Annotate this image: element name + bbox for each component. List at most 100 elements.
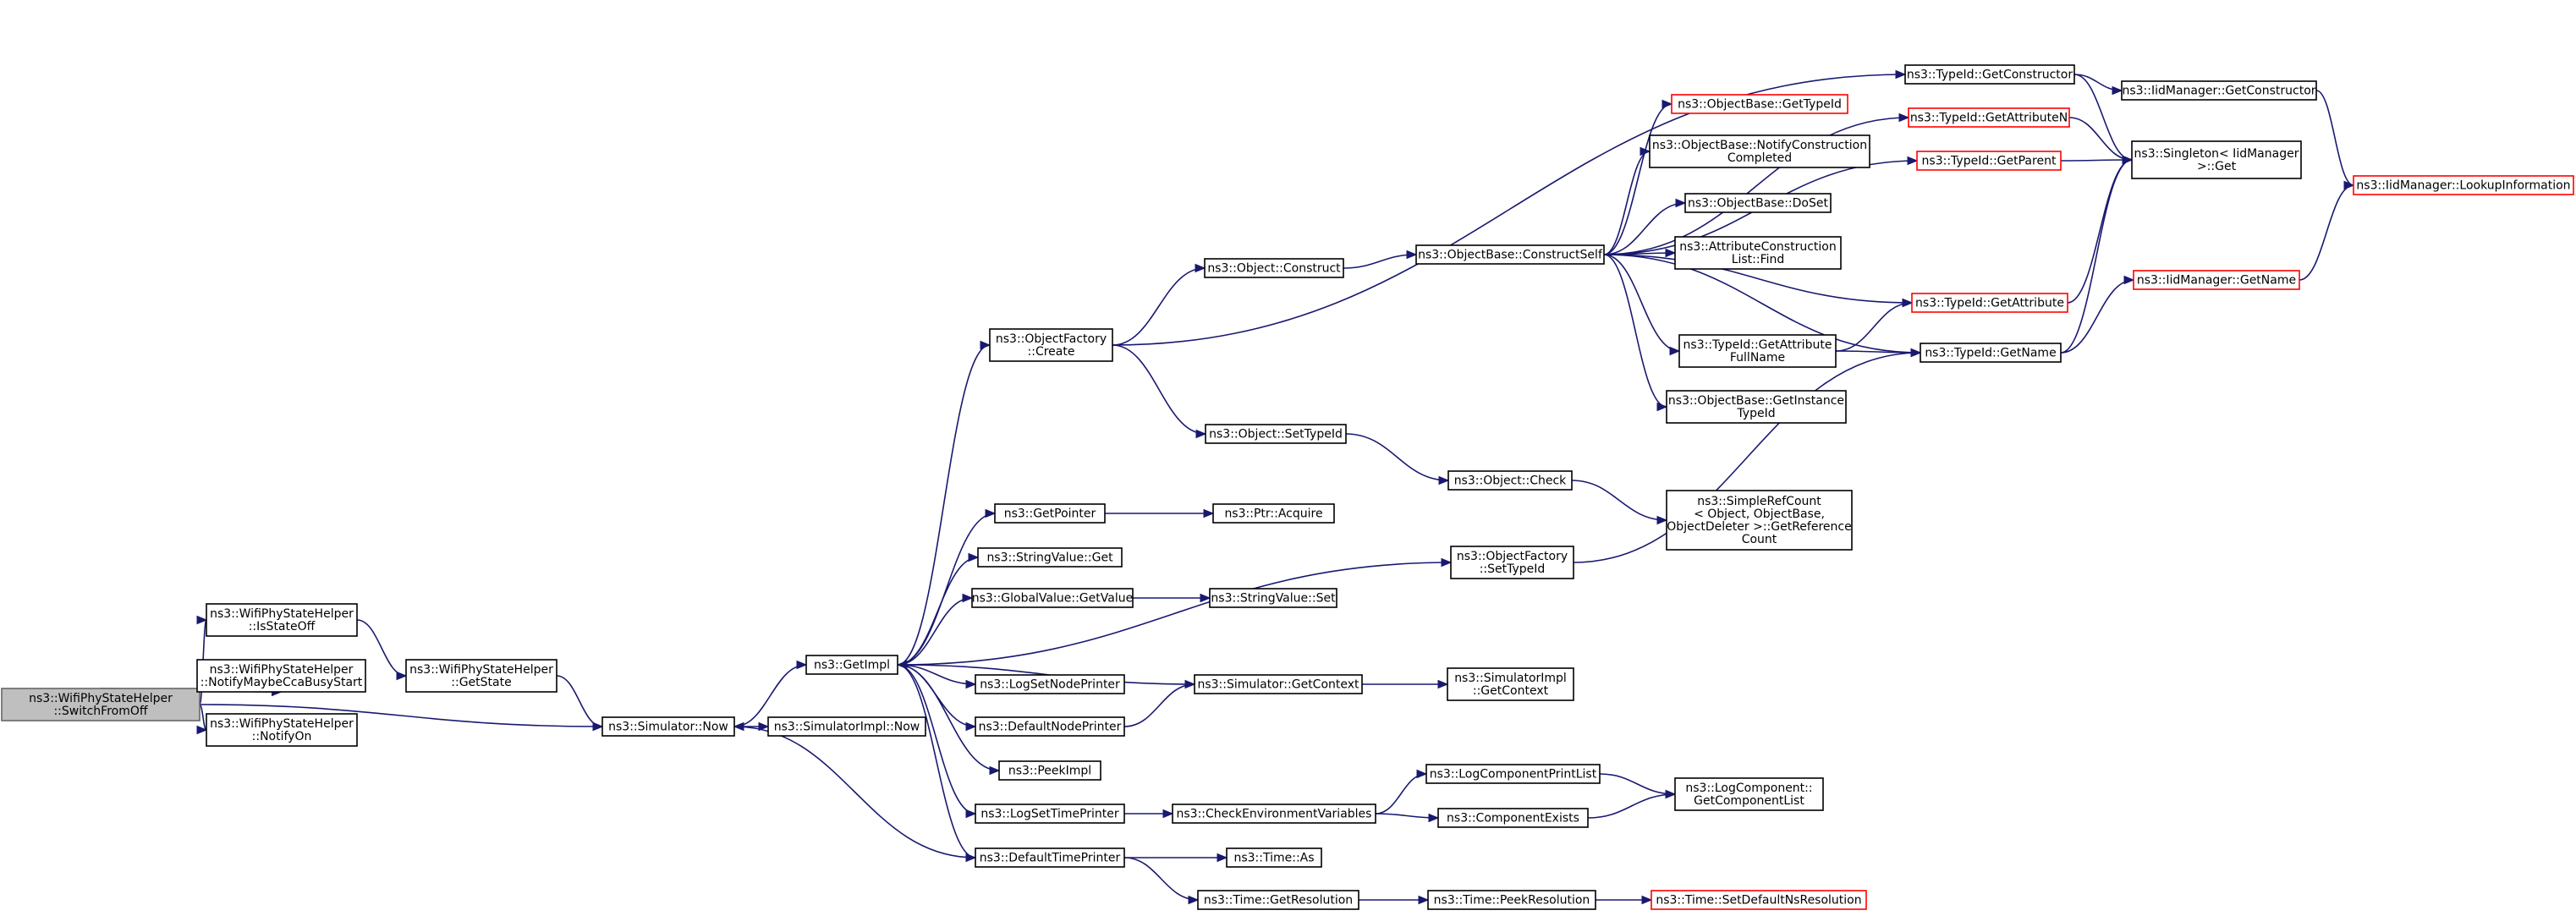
function-node[interactable]: ns3::ObjectBase::DoSet — [1684, 193, 1832, 213]
call-edge — [1603, 202, 1686, 255]
node-label: ns3::Simulator::Now — [608, 721, 728, 734]
node-box — [1437, 808, 1589, 828]
node-label: ns3::ObjectBase::GetInstance — [1668, 394, 1844, 408]
call-edge — [1375, 773, 1427, 815]
function-node[interactable]: ns3::LogComponentPrintList — [1425, 764, 1601, 784]
function-node[interactable]: ns3::Time::GetResolution — [1197, 890, 1359, 910]
function-node[interactable]: ns3::TypeId::GetAttribute — [1911, 293, 2068, 313]
function-node[interactable]: ns3::GetPointer — [994, 503, 1106, 524]
function-node[interactable]: ns3::Time::As — [1226, 847, 1322, 868]
function-node[interactable]: ns3::ObjectBase::GetTypeId — [1671, 94, 1848, 114]
function-node[interactable]: ns3::GetImpl — [805, 655, 898, 675]
node-label: ns3::Singleton< IidManager — [2134, 147, 2299, 161]
call-edge — [199, 704, 207, 731]
function-node[interactable]: ns3::Ptr::Acquire — [1212, 503, 1335, 524]
node-box — [2133, 270, 2300, 290]
edge-arrowhead — [1675, 198, 1687, 208]
node-box — [1911, 293, 2068, 313]
edge-arrowhead — [2122, 155, 2134, 165]
node-box — [1427, 890, 1596, 910]
call-edge — [1603, 103, 1672, 255]
function-node[interactable]: ns3::Singleton< IidManager >::Get — [2131, 140, 2302, 179]
node-label: ::SwitchFromOff — [53, 705, 147, 718]
function-node[interactable]: ns3::CheckEnvironmentVariables — [1172, 804, 1376, 824]
node-box — [994, 503, 1106, 524]
edge-arrowhead — [733, 721, 744, 732]
function-node[interactable]: ns3::Simulator::GetContext — [1194, 674, 1363, 694]
call-edge — [199, 704, 603, 727]
function-node[interactable]: ns3::SimpleRefCount< Object, ObjectBase,… — [1666, 490, 1853, 551]
node-label: ns3::LogComponent:: — [1685, 782, 1812, 795]
edge-arrowhead — [2123, 275, 2135, 285]
function-node[interactable]: ns3::TypeId::GetName — [1920, 343, 2062, 363]
call-edge — [1112, 267, 1206, 346]
function-node[interactable]: ns3::ObjectBase::NotifyConstructionCompl… — [1649, 134, 1870, 168]
node-label: ns3::TypeId::GetName — [1925, 347, 2056, 360]
function-node[interactable]: ns3::SimulatorImpl::Now — [767, 716, 926, 737]
edge-arrowhead — [1188, 895, 1200, 905]
function-node[interactable]: ns3::IidManager::GetName — [2133, 270, 2300, 290]
function-node[interactable]: ns3::StringValue::Set — [1209, 588, 1337, 608]
node-label: ns3::Object::Check — [1454, 474, 1567, 488]
function-node[interactable]: ns3::LogSetNodePrinter — [975, 674, 1125, 694]
function-node[interactable]: ns3::WifiPhyStateHelper::NotifyMaybeCcaB… — [196, 659, 366, 693]
node-label: ns3::DefaultTimePrinter — [980, 852, 1121, 865]
function-node[interactable]: ns3::TypeId::GetParent — [1916, 151, 2062, 171]
node-box — [998, 760, 1101, 781]
edge-arrowhead — [1217, 853, 1228, 863]
call-edge — [1123, 683, 1195, 727]
edge-arrowhead — [985, 508, 997, 518]
function-node[interactable]: ns3::ObjectBase::ConstructSelf — [1415, 244, 1605, 265]
node-label: ns3::WifiPhyStateHelper — [210, 663, 354, 677]
function-node[interactable]: ns3::DefaultNodePrinter — [975, 716, 1125, 737]
function-node[interactable]: ns3::Simulator::Now — [601, 716, 735, 737]
function-node[interactable]: ns3::Object::SetTypeId — [1205, 424, 1347, 444]
node-label: ns3::Time::SetDefaultNsResolution — [1656, 894, 1861, 908]
edge-arrowhead — [1416, 769, 1428, 779]
edge-arrowhead — [1162, 809, 1174, 819]
node-label: ns3::Ptr::Acquire — [1224, 507, 1322, 521]
function-node[interactable]: ns3::Time::PeekResolution — [1427, 890, 1596, 910]
node-label: ::SetTypeId — [1480, 562, 1546, 576]
node-label: ns3::DefaultNodePrinter — [979, 721, 1122, 734]
function-node[interactable]: ns3::DefaultTimePrinter — [975, 847, 1125, 868]
call-edge — [2067, 159, 2133, 304]
call-edge — [1573, 352, 1921, 563]
function-node[interactable]: ns3::SimulatorImpl::GetContext — [1447, 667, 1574, 701]
function-node[interactable]: ns3::ComponentExists — [1437, 808, 1589, 828]
function-node[interactable]: ns3::Time::SetDefaultNsResolution — [1651, 890, 1867, 910]
edge-arrowhead — [2112, 85, 2123, 96]
function-node[interactable]: ns3::Object::Construct — [1204, 258, 1344, 278]
function-node[interactable]: ns3::TypeId::GetAttributeN — [1908, 107, 2070, 128]
function-node[interactable]: ns3::StringValue::Get — [977, 547, 1123, 568]
function-node[interactable]: ns3::ObjectFactory::SetTypeId — [1450, 546, 1574, 579]
call-edge — [897, 664, 1000, 771]
node-label: ns3::WifiPhyStateHelper — [29, 692, 173, 705]
function-node[interactable]: ns3::WifiPhyStateHelper::NotifyOn — [206, 713, 358, 747]
node-label: ns3::AttributeConstruction — [1679, 240, 1836, 254]
function-node[interactable]: ns3::PeekImpl — [998, 760, 1101, 781]
function-node[interactable]: ns3::LogSetTimePrinter — [975, 804, 1125, 824]
node-label: ns3::TypeId::GetAttribute — [1915, 297, 2064, 310]
edge-arrowhead — [1437, 679, 1449, 689]
node-label: ns3::ObjectFactory — [1457, 550, 1568, 563]
function-node[interactable]: ns3::TypeId::GetConstructor — [1904, 64, 2075, 85]
function-node[interactable]: ns3::WifiPhyStateHelper::IsStateOff — [206, 603, 358, 637]
edge-arrowhead — [1195, 429, 1207, 439]
node-box — [1674, 777, 1824, 811]
function-node[interactable]: ns3::Object::Check — [1447, 470, 1573, 491]
function-node[interactable]: ns3::IidManager::LookupInformation — [2353, 175, 2574, 195]
function-node[interactable]: ns3::LogComponent::GetComponentList — [1674, 777, 1824, 811]
node-box — [971, 588, 1134, 608]
function-node[interactable]: ns3::ObjectFactory::Create — [989, 328, 1113, 362]
node-label: Completed — [1727, 151, 1792, 165]
edge-arrowhead — [1669, 346, 1681, 356]
node-label: ns3::TypeId::GetParent — [1922, 155, 2057, 168]
function-node[interactable]: ns3::IidManager::GetConstructor — [2121, 80, 2317, 101]
function-node[interactable]: ns3::WifiPhyStateHelper::GetState — [405, 659, 557, 693]
function-node[interactable]: ns3::GlobalValue::GetValue — [971, 588, 1134, 608]
